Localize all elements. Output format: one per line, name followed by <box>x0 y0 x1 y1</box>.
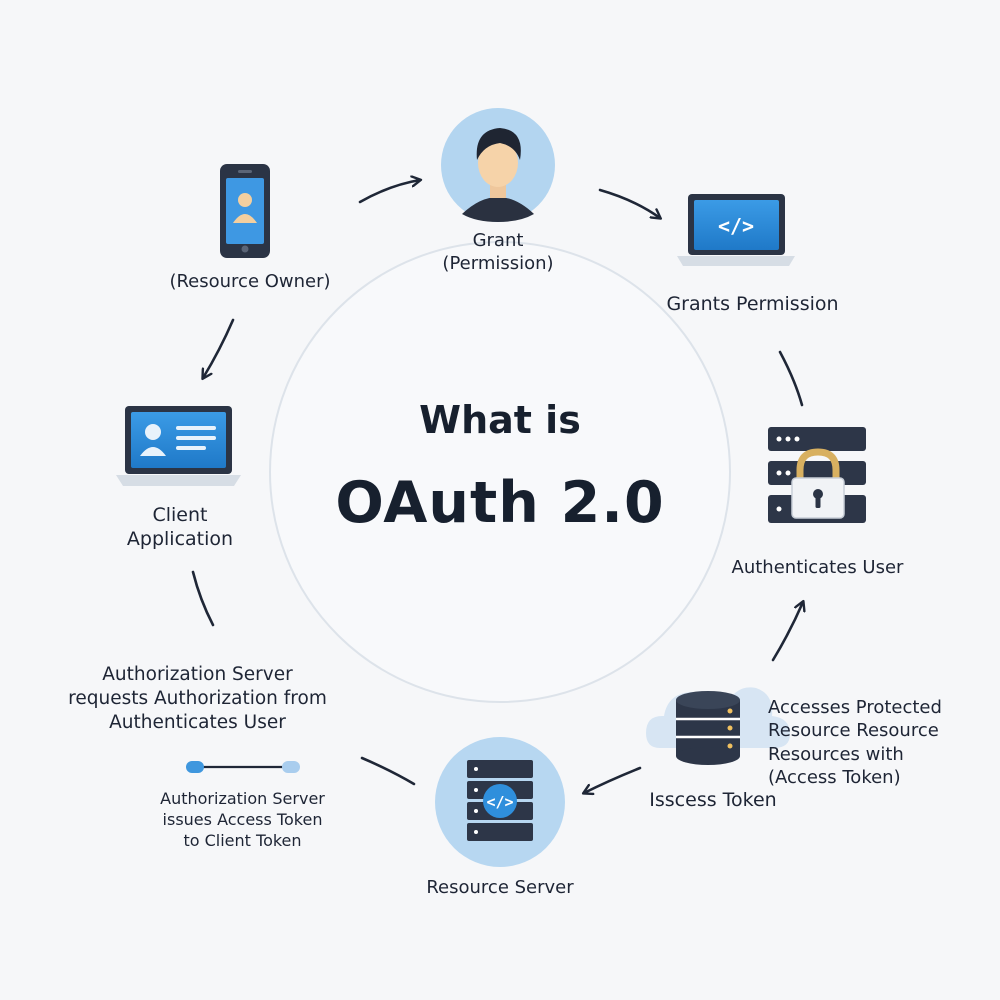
label-auth-request-line1: Authorization Server <box>102 664 293 685</box>
label-protected-line4: (Access Token) <box>768 767 901 789</box>
label-protected-resource: Accesses Protected Resource Resource Res… <box>768 696 963 790</box>
label-grant-line2: (Permission) <box>442 253 554 275</box>
label-authenticates-user: Authenticates User <box>731 557 904 578</box>
label-protected-line3: Resources with <box>768 743 904 765</box>
diagram-title-line1: What is <box>419 398 581 442</box>
label-access-token: Isscess Token <box>649 789 777 811</box>
label-grant: Grant (Permission) <box>398 229 598 275</box>
label-protected-line1: Accesses Protected <box>768 697 942 718</box>
person-avatar-icon <box>441 108 555 222</box>
label-client-line1: Client <box>152 504 208 526</box>
connector-auth-to-resource-server <box>360 756 416 786</box>
label-client-line2: Application <box>126 528 234 551</box>
label-grants-permission: Grants Permission <box>666 293 839 315</box>
arrow-owner-to-grant <box>358 180 420 204</box>
label-auth-issue-line1: Authorization Server <box>160 789 325 808</box>
connector-permission-to-server <box>778 350 804 407</box>
center-circle <box>269 241 731 703</box>
arrow-token-to-resource-server <box>584 766 642 793</box>
laptop-profile-icon <box>116 406 241 486</box>
label-auth-request: Authorization Server requests Authorizat… <box>55 663 340 735</box>
smartphone-user-icon <box>220 164 270 258</box>
arrow-token-to-authenticate <box>771 602 803 662</box>
label-grant-line1: Grant <box>472 230 524 251</box>
svg-text:</>: </> <box>718 214 754 238</box>
label-auth-issue: Authorization Server issues Access Token… <box>140 789 345 851</box>
database-cloud-icon <box>646 687 790 765</box>
label-resource-server: Resource Server <box>426 877 574 898</box>
token-link-icon <box>186 761 300 773</box>
label-client-application: Client Application <box>95 503 265 552</box>
server-code-icon: </> <box>435 737 565 867</box>
label-auth-issue-line3: to Client Token <box>183 830 302 850</box>
server-lock-icon <box>768 427 866 523</box>
arrow-owner-to-client <box>203 318 235 378</box>
label-auth-request-line2: requests Authorization from <box>68 688 327 710</box>
arrow-grant-to-laptop <box>598 188 660 218</box>
label-auth-request-line3: Authenticates User <box>109 712 286 734</box>
diagram-title-line2: OAuth 2.0 <box>335 470 665 536</box>
label-resource-owner: (Resource Owner) <box>169 271 331 292</box>
label-protected-line2: Resource Resource <box>768 720 939 742</box>
label-auth-issue-line2: issues Access Token <box>162 809 323 829</box>
laptop-code-icon: </> <box>677 194 795 266</box>
svg-text:</>: </> <box>486 793 513 811</box>
connector-client-to-auth <box>191 570 215 627</box>
